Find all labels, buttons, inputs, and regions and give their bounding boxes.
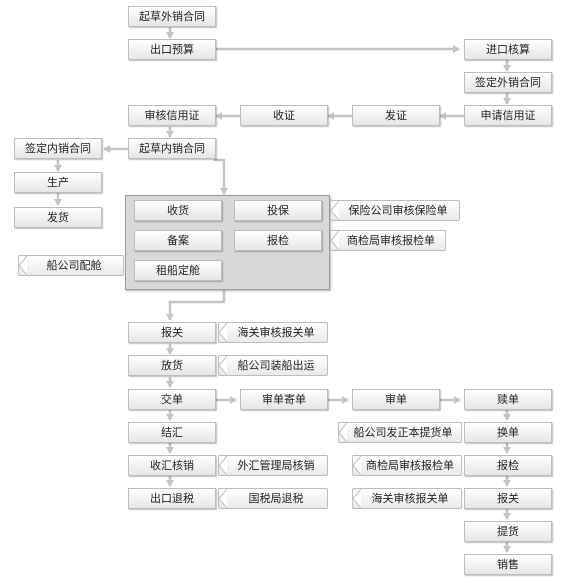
link-qicao-nei-to-group xyxy=(214,158,228,195)
node-qicao-nei[interactable]: 起草内销合同 xyxy=(128,138,216,159)
node-jiehui[interactable]: 结汇 xyxy=(128,422,216,443)
tag-label: 船公司发正本提货单 xyxy=(353,426,453,439)
node-jiaodan[interactable]: 交单 xyxy=(128,389,216,410)
node-baoguan[interactable]: 报关 xyxy=(128,322,216,343)
node-fanghuo[interactable]: 放货 xyxy=(128,355,216,376)
tag-chuan-zhuangchuan[interactable]: 船公司装船出运 xyxy=(218,355,328,376)
node-shendan-jidan[interactable]: 审单寄单 xyxy=(240,389,328,410)
link-group-to-baoguan xyxy=(166,289,226,321)
tag-label: 保险公司审核保险单 xyxy=(348,204,448,217)
tag-label: 商检局审核报检单 xyxy=(366,459,454,472)
node-shendan[interactable]: 审单 xyxy=(352,389,440,410)
tag-notch-icon xyxy=(219,323,227,342)
tag-shangjian-shenhe-2[interactable]: 商检局审核报检单 xyxy=(352,455,462,476)
node-qianding-wai[interactable]: 签定外销合同 xyxy=(464,72,552,93)
node-zuchuan[interactable]: 租船定舱 xyxy=(134,260,222,281)
tag-chuan-peicang[interactable]: 船公司配舱 xyxy=(18,255,124,276)
node-huandan[interactable]: 换单 xyxy=(464,422,552,443)
tag-label: 海关审核报关单 xyxy=(237,326,315,339)
tag-waihui-hexiao[interactable]: 外汇管理局核销 xyxy=(218,455,328,476)
node-fazheng[interactable]: 发证 xyxy=(352,105,440,126)
node-shudan[interactable]: 赎单 xyxy=(464,389,552,410)
tag-notch-icon xyxy=(353,489,361,508)
node-qianding-nei[interactable]: 签定内销合同 xyxy=(14,138,102,159)
tag-label: 商检局审核报检单 xyxy=(347,234,435,247)
tag-notch-icon xyxy=(219,489,227,508)
node-shouhui-hexiao[interactable]: 收汇核销 xyxy=(128,455,216,476)
tag-chuan-tidan[interactable]: 船公司发正本提货单 xyxy=(338,422,462,443)
node-shenqing-xyz[interactable]: 申请信用证 xyxy=(464,105,552,126)
node-toubao[interactable]: 投保 xyxy=(234,200,322,221)
tag-baoxian-shenhe[interactable]: 保险公司审核保险单 xyxy=(330,200,460,221)
tag-guoshui-tuishui[interactable]: 国税局退税 xyxy=(218,488,328,509)
node-baoguan2[interactable]: 报关 xyxy=(464,488,552,509)
tag-notch-icon xyxy=(219,356,227,375)
tag-notch-icon xyxy=(353,456,361,475)
tag-notch-icon xyxy=(219,456,227,475)
node-beian[interactable]: 备案 xyxy=(134,230,222,251)
tag-label: 国税局退税 xyxy=(248,492,304,505)
tag-haiguan-shenhe-2[interactable]: 海关审核报关单 xyxy=(352,488,462,509)
tag-notch-icon xyxy=(331,231,339,250)
tag-notch-icon xyxy=(339,423,347,442)
node-tihuo[interactable]: 提货 xyxy=(464,521,552,542)
node-baojian2[interactable]: 报检 xyxy=(464,455,552,476)
node-qicao-wai[interactable]: 起草外销合同 xyxy=(128,6,216,27)
node-chukou-tuishui[interactable]: 出口退税 xyxy=(128,488,216,509)
node-shenhe-xyz[interactable]: 审核信用证 xyxy=(128,105,216,126)
tag-notch-icon xyxy=(331,201,339,220)
tag-notch-icon xyxy=(19,256,27,275)
tag-label: 外汇管理局核销 xyxy=(237,459,315,472)
tag-haiguan-shenhe-1[interactable]: 海关审核报关单 xyxy=(218,322,328,343)
tag-label: 海关审核报关单 xyxy=(371,492,449,505)
node-baojian[interactable]: 报检 xyxy=(234,230,322,251)
node-jinkou-hesuan[interactable]: 进口核算 xyxy=(464,39,552,60)
node-shengchan[interactable]: 生产 xyxy=(14,172,102,193)
node-fahuo[interactable]: 发货 xyxy=(14,207,102,228)
tag-label: 船公司配舱 xyxy=(46,259,102,272)
node-chukou-yusuan[interactable]: 出口预算 xyxy=(128,39,216,60)
node-shouhuo[interactable]: 收货 xyxy=(134,200,222,221)
tag-label: 船公司装船出运 xyxy=(237,359,315,372)
tag-shangjian-shenhe-1[interactable]: 商检局审核报检单 xyxy=(330,230,446,251)
node-shouzheng[interactable]: 收证 xyxy=(240,105,328,126)
node-xiaoshou[interactable]: 销售 xyxy=(464,554,552,575)
